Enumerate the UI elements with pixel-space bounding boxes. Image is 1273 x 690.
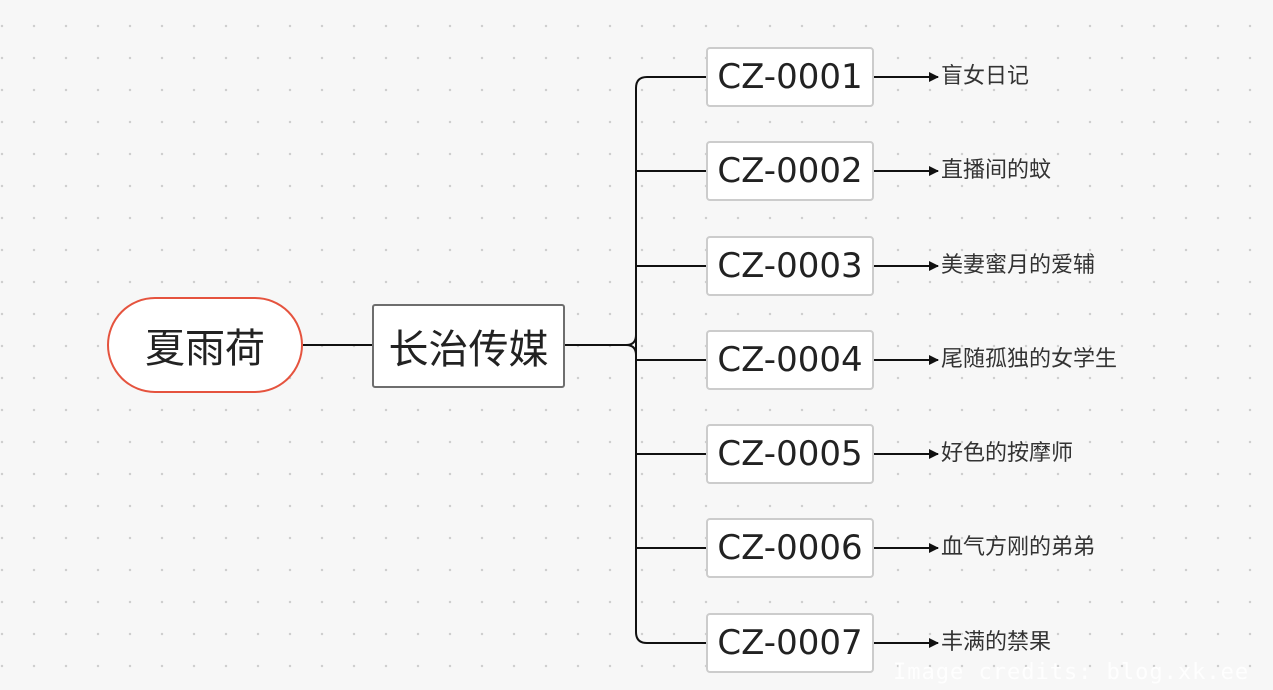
- code-node-4[interactable]: CZ-0004: [706, 330, 874, 390]
- title-label-4[interactable]: 尾随孤独的女学生: [941, 347, 1118, 372]
- code-label: CZ-0005: [717, 434, 863, 474]
- title-label-6[interactable]: 血气方刚的弟弟: [941, 535, 1096, 560]
- root-node-label: 夏雨荷: [145, 326, 265, 372]
- code-node-2[interactable]: CZ-0002: [706, 141, 874, 201]
- code-node-7[interactable]: CZ-0007: [706, 613, 874, 673]
- title-label-5[interactable]: 好色的按摩师: [941, 441, 1074, 466]
- root-node[interactable]: 夏雨荷: [107, 297, 303, 393]
- title-label-3[interactable]: 美妻蜜月的爱辅: [941, 253, 1096, 278]
- company-node[interactable]: 长治传媒: [372, 304, 565, 388]
- code-label: CZ-0006: [717, 528, 863, 568]
- trunk-line: [635, 76, 648, 644]
- code-label: CZ-0002: [717, 151, 863, 191]
- company-to-trunk-line-lower: [625, 344, 637, 356]
- title-label-7[interactable]: 丰满的禁果: [941, 630, 1052, 655]
- company-node-label: 长治传媒: [388, 327, 549, 373]
- code-node-1[interactable]: CZ-0001: [706, 47, 874, 107]
- code-label: CZ-0007: [717, 623, 863, 663]
- title-label-2[interactable]: 直播间的蚊: [941, 158, 1052, 183]
- code-label: CZ-0003: [717, 246, 863, 286]
- company-to-trunk-line: [565, 334, 637, 346]
- title-label-1[interactable]: 盲女日记: [941, 64, 1030, 89]
- code-node-3[interactable]: CZ-0003: [706, 236, 874, 296]
- watermark-text: Image credits: blog.xk.ee: [893, 660, 1250, 685]
- code-node-5[interactable]: CZ-0005: [706, 424, 874, 484]
- code-label: CZ-0004: [717, 340, 863, 380]
- code-label: CZ-0001: [717, 57, 863, 97]
- code-node-6[interactable]: CZ-0006: [706, 518, 874, 578]
